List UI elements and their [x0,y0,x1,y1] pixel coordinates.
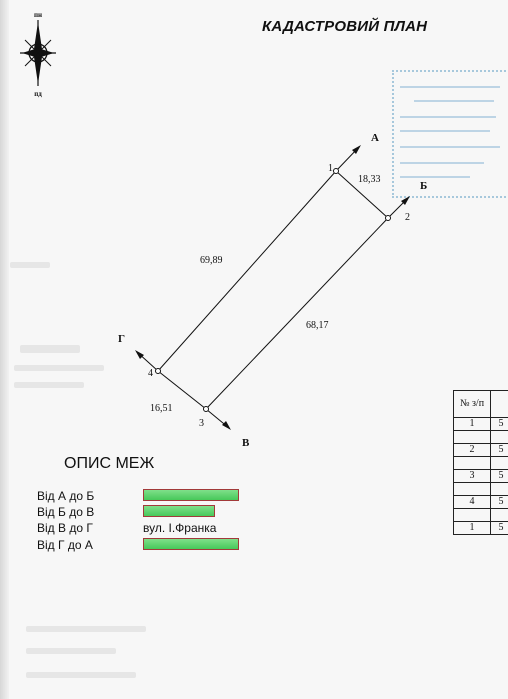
table-spacer [453,482,491,496]
table-cell-val: 5 [490,417,508,431]
table-cell-num: 1 [453,417,491,431]
bleed-through-mark [20,345,80,353]
redacted-field [143,538,239,550]
distance-4-1: 69,89 [200,255,223,266]
vertex-1 [333,168,339,174]
table-header-num: № з/п [453,390,491,418]
boundary-row-label: Від В до Г [37,521,93,535]
arrow-v-head [222,421,231,430]
boundary-row-label: Від А до Б [37,489,95,503]
corner-label-a: А [371,132,379,144]
boundary-line-2-3 [205,217,389,410]
redacted-field [143,489,239,501]
boundary-row-value: вул. І.Франка [143,521,217,535]
bleed-through-mark [26,672,136,678]
compass-rose-icon: пн пд [18,8,58,98]
table-cell-val: 5 [490,495,508,509]
table-spacer [490,508,508,522]
boundary-description-title: ОПИС МЕЖ [64,455,155,472]
table-cell-num: 2 [453,443,491,457]
distance-2-3: 68,17 [306,320,329,331]
table-spacer [453,508,491,522]
compass-north-label: пн [34,11,42,19]
corner-label-v: В [242,437,250,449]
corner-label-b: Б [420,180,428,192]
redacted-field [143,505,215,517]
vertex-3 [203,406,209,412]
table-spacer [490,430,508,444]
vertex-label-3: 3 [199,418,204,429]
table-cell-num: 4 [453,495,491,509]
arrow-g-head [135,350,144,359]
table-spacer [453,456,491,470]
table-cell-val: 5 [490,443,508,457]
table-spacer [453,430,491,444]
distance-1-2: 18,33 [358,174,381,185]
boundary-line-4-1 [157,170,337,372]
bleed-through-mark [14,365,104,371]
bleed-through-mark [14,382,84,388]
boundary-line-1-2 [335,170,389,219]
vertex-4 [155,368,161,374]
bleed-through-mark [26,648,116,654]
boundary-row-label: Від Г до А [37,538,93,552]
compass-south-label: пд [34,90,42,98]
scan-edge-shadow [0,0,9,699]
corner-label-g: Г [118,333,125,345]
table-cell-val: 5 [490,521,508,535]
faded-stamp [392,70,508,198]
vertex-label-1: 1 [328,163,333,174]
vertex-label-2: 2 [405,212,410,223]
vertex-label-4: 4 [148,368,153,379]
table-spacer [490,482,508,496]
table-cell-num: 3 [453,469,491,483]
table-header-val [490,390,508,418]
distance-3-4: 16,51 [150,403,173,414]
bleed-through-mark [10,262,50,268]
table-cell-val: 5 [490,469,508,483]
bleed-through-mark [26,626,146,632]
vertex-2 [385,215,391,221]
table-spacer [490,456,508,470]
table-cell-num: 1 [453,521,491,535]
page-title: КАДАСТРОВИЙ ПЛАН [262,18,428,35]
boundary-row-label: Від Б до В [37,505,95,519]
boundary-line-3-4 [157,370,207,410]
arrow-a-head [352,145,361,154]
arrow-b-head [401,196,410,205]
